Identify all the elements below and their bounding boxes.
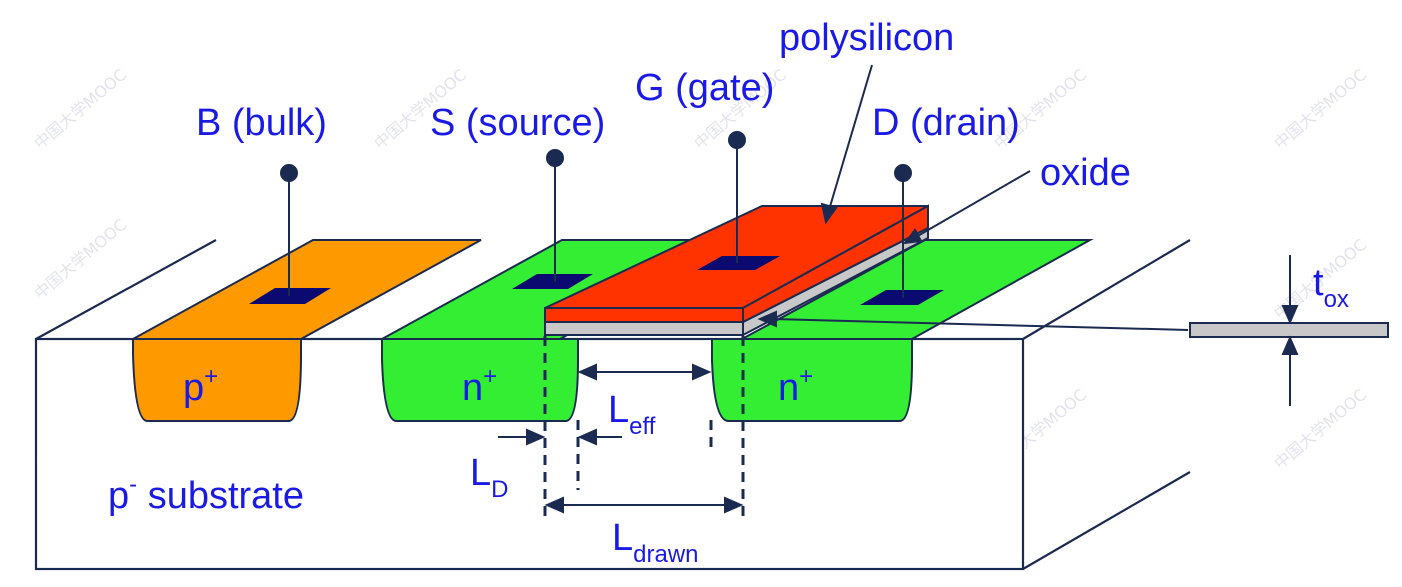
polysilicon-front-face [544,307,744,323]
substrate-top-right-edge [1022,239,1191,340]
oxide-label: oxide [1040,152,1131,194]
polysilicon-pointer-head [820,202,838,225]
gate-stack [544,204,929,337]
oxide-pointer-line [915,170,1031,238]
terminal-pins [280,131,912,298]
gate-contact-pad [697,256,780,270]
p-plus-region [132,239,482,422]
substrate-label: p- substrate [108,471,304,517]
p-plus-label: p+ [183,363,218,409]
ldrawn-arrow-left-head [544,496,564,514]
p-plus-well [132,338,302,422]
labels: B (bulk) S (source) G (gate) D (drain) p… [108,17,1349,568]
watermark: 中国大学MOOC [30,215,130,303]
polysilicon-label: polysilicon [779,17,954,59]
substrate-top-left-edge [35,239,217,340]
watermark: 中国大学MOOC [1270,385,1370,473]
oxide-front-face [544,321,744,336]
watermark: 中国大学MOOC [30,65,130,153]
source-pin-dot [546,149,564,167]
dimension-guides [543,336,745,522]
drain-label: D (drain) [872,102,1020,144]
watermark: 中国大学MOOC [1270,65,1370,153]
n-plus-drain-well [711,338,913,422]
source-label: S (source) [430,102,605,144]
ldrawn-label: Ldrawn [612,517,699,568]
n-plus-drain-region [711,239,1094,422]
tox-label: tox [1313,262,1349,313]
substrate-bottom-right-edge [1022,471,1191,570]
n-plus-drain-label: n+ [778,363,813,409]
tox-leader-head [757,310,777,328]
n-plus-source-well [381,338,579,422]
source-contact-pad [512,274,593,289]
ld-label: LD [470,452,508,503]
bulk-pin-dot [280,164,298,182]
tox-oxide-slab [1189,322,1389,338]
leff-arrow-left-head [577,363,597,381]
tox-bottom-arrow-head [1281,335,1299,355]
pointer-arrows [757,64,1189,331]
oxide-pointer-head [902,228,923,245]
bulk-label: B (bulk) [196,102,327,144]
gate-label: G (gate) [635,67,774,109]
leff-arrow-right-head [692,363,712,381]
drain-pin-dot [894,164,912,182]
ld-arrow-left-head [526,428,546,446]
tox-leader-line [772,318,1189,331]
tox-top-arrow-head [1281,305,1299,325]
n-plus-source-label: n+ [462,363,497,409]
dimension-arrows [498,363,744,514]
ld-arrow-right-head [577,428,597,446]
polysilicon-pointer-line [828,64,873,211]
gate-pin-dot [728,131,746,149]
tox-inset [1189,255,1389,406]
leff-label: Leff [608,389,656,440]
ldrawn-arrow-right-head [724,496,744,514]
